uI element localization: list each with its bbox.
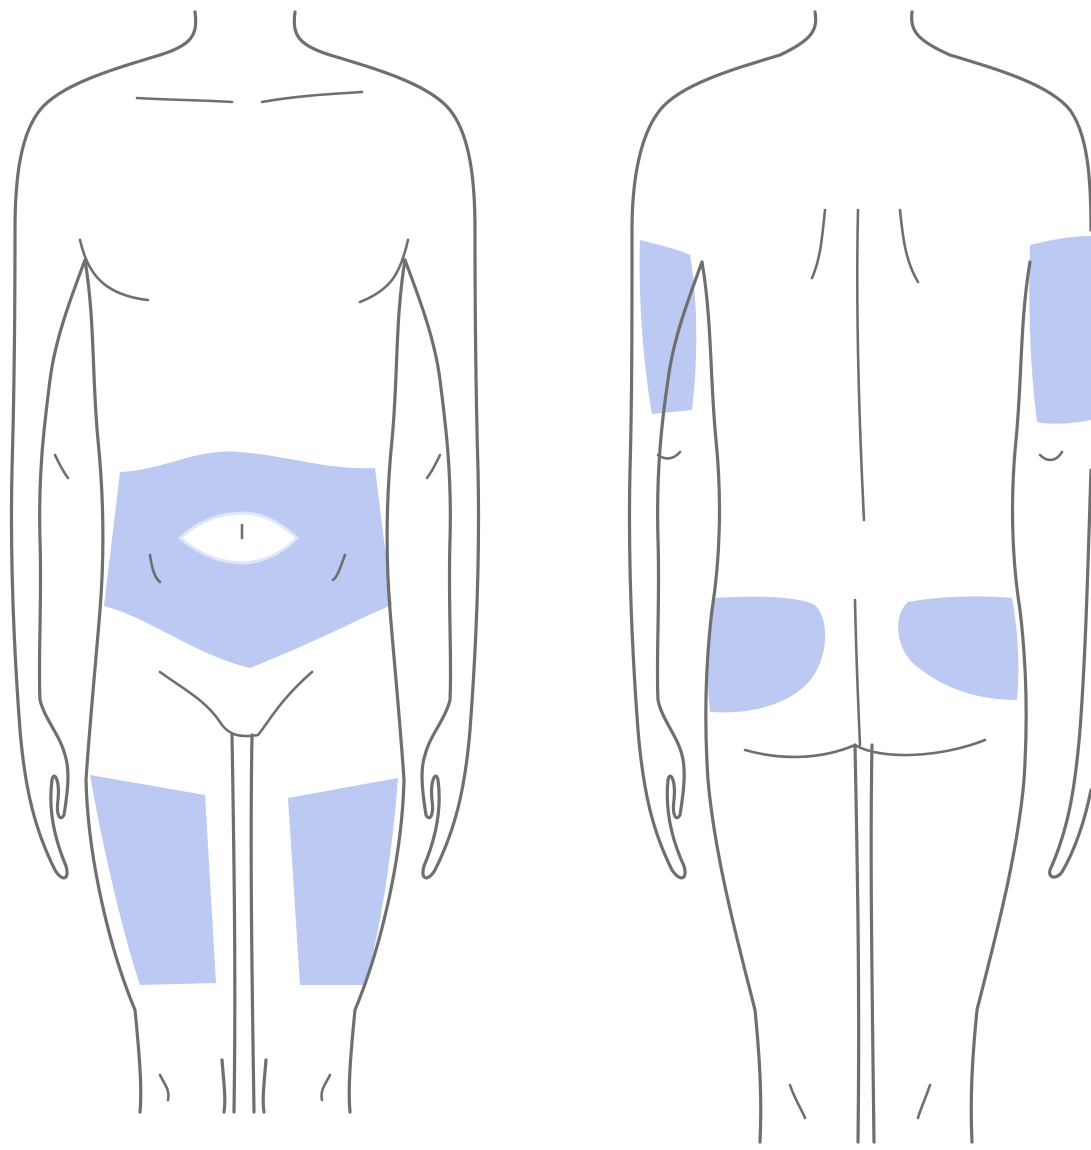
knee-right — [160, 1075, 168, 1100]
front-highlighted-regions — [90, 452, 398, 985]
knee-back-right — [918, 1085, 930, 1118]
elbow-back-right — [1040, 452, 1062, 460]
buttock-crease — [745, 740, 985, 757]
clavicle-left — [262, 92, 362, 102]
elbow-back-left — [658, 452, 680, 458]
back-view — [629, 12, 1091, 1142]
scapula-right — [900, 210, 918, 282]
left-buttock-region — [708, 597, 826, 713]
spine — [857, 210, 864, 520]
right-buttock-region — [898, 596, 1018, 700]
elbow-left — [427, 455, 440, 478]
hip-crease — [160, 672, 312, 736]
knee-back-left — [790, 1085, 805, 1118]
clavicle-right — [137, 98, 232, 102]
right-upper-arm-region — [1029, 236, 1091, 424]
knee-left — [322, 1075, 330, 1100]
front-view — [11, 12, 478, 1112]
buttock-cleft — [855, 600, 860, 745]
scapula-left — [812, 210, 825, 278]
elbow-right — [55, 455, 68, 478]
left-thigh-region — [288, 778, 398, 985]
right-thigh-region — [90, 775, 216, 985]
back-body-outline — [629, 12, 1091, 1142]
